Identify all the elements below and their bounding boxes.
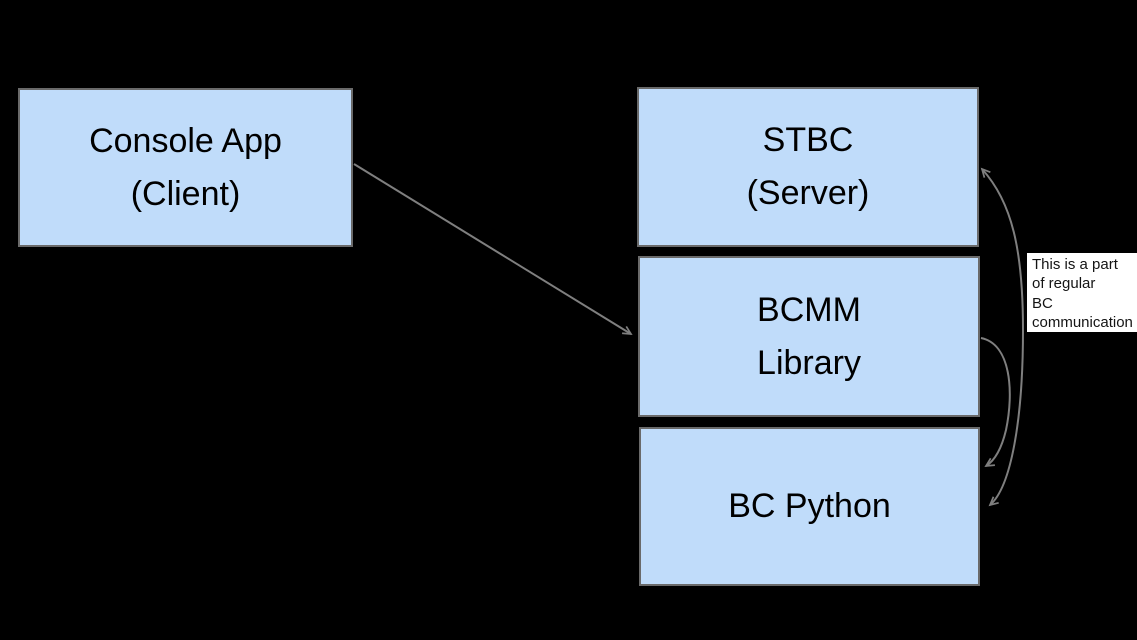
node-bcmm-library: BCMM Library <box>638 256 980 417</box>
node-bc-python: BC Python <box>639 427 980 586</box>
annotation-line: BC <box>1032 294 1053 312</box>
annotation-note: This is a part of regular BC communicati… <box>1027 253 1137 332</box>
annotation-line: of regular <box>1032 275 1096 293</box>
annotation-line: communication <box>1032 314 1133 332</box>
annotation-line: This is a part <box>1032 256 1118 273</box>
node-label: STBC <box>762 121 854 159</box>
arrow-bcmm-to-bcpython <box>980 337 1011 468</box>
node-label: (Server) <box>746 174 870 212</box>
node-console-app: Console App (Client) <box>18 88 353 247</box>
node-label: Console App <box>89 121 282 160</box>
node-label: Library <box>757 343 861 382</box>
arrow-console-to-bcmm <box>353 163 633 335</box>
node-label: BCMM <box>757 290 861 329</box>
node-label: BC Python <box>728 487 891 525</box>
arrow-stbc-bcpython-bidirectional <box>980 167 1025 507</box>
node-label: (Client) <box>130 174 241 213</box>
node-stbc-server: STBC (Server) <box>637 87 979 247</box>
